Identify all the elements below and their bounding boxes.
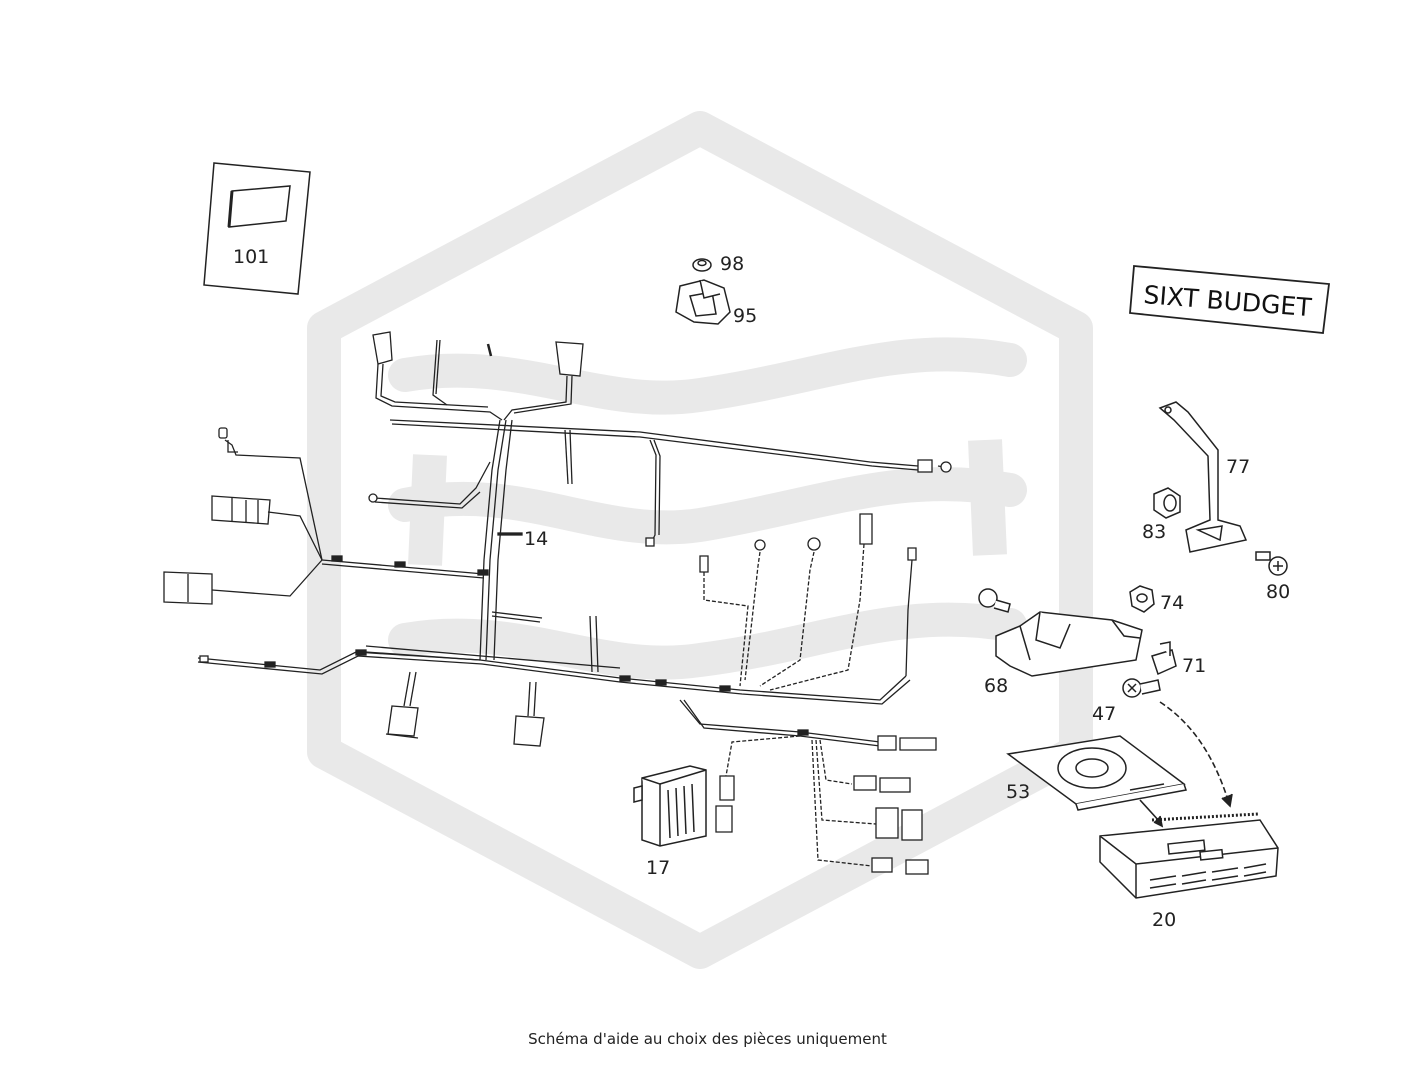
label-101: 101	[233, 246, 269, 268]
label-53: 53	[1006, 781, 1030, 803]
part-68-mounting-plate[interactable]	[995, 611, 1143, 677]
screw-icon	[978, 588, 1011, 613]
part-20-radio-unit[interactable]	[1099, 812, 1279, 899]
label-68: 68	[984, 675, 1008, 697]
part-14-wiring-harness[interactable]	[163, 331, 952, 875]
label-20: 20	[1152, 909, 1176, 931]
label-80: 80	[1266, 581, 1290, 603]
part-53-disc-tray[interactable]	[1006, 735, 1187, 811]
part-17-control-module[interactable]	[633, 765, 707, 847]
label-98: 98	[720, 253, 744, 275]
part-74-nut[interactable]	[1129, 585, 1155, 613]
callout-labels: 101 98 95 14 77 83 80 74 71 68 47 53 17 …	[233, 246, 1290, 931]
label-83: 83	[1142, 521, 1166, 543]
part-101-manual[interactable]	[203, 162, 311, 295]
part-71-clip-nut[interactable]	[1151, 641, 1177, 676]
label-95: 95	[733, 305, 757, 327]
part-98-nut[interactable]	[692, 258, 712, 272]
footer-disclaimer: Schéma d'aide au choix des pièces unique…	[528, 1030, 887, 1048]
label-77: 77	[1226, 456, 1250, 478]
part-80-screw[interactable]	[1255, 551, 1288, 576]
label-47: 47	[1092, 703, 1116, 725]
label-14: 14	[524, 528, 548, 550]
part-77-bracket[interactable]	[1158, 401, 1248, 553]
part-83-bushing[interactable]	[1153, 487, 1181, 519]
sixt-budget-stamp: SIXT BUDGET	[1129, 265, 1331, 334]
part-95-holder[interactable]	[675, 279, 731, 325]
label-74: 74	[1160, 592, 1184, 614]
label-71: 71	[1182, 655, 1206, 677]
label-17: 17	[646, 857, 670, 879]
part-47-screw[interactable]	[1122, 678, 1161, 698]
watermark-logo	[307, 111, 1093, 969]
